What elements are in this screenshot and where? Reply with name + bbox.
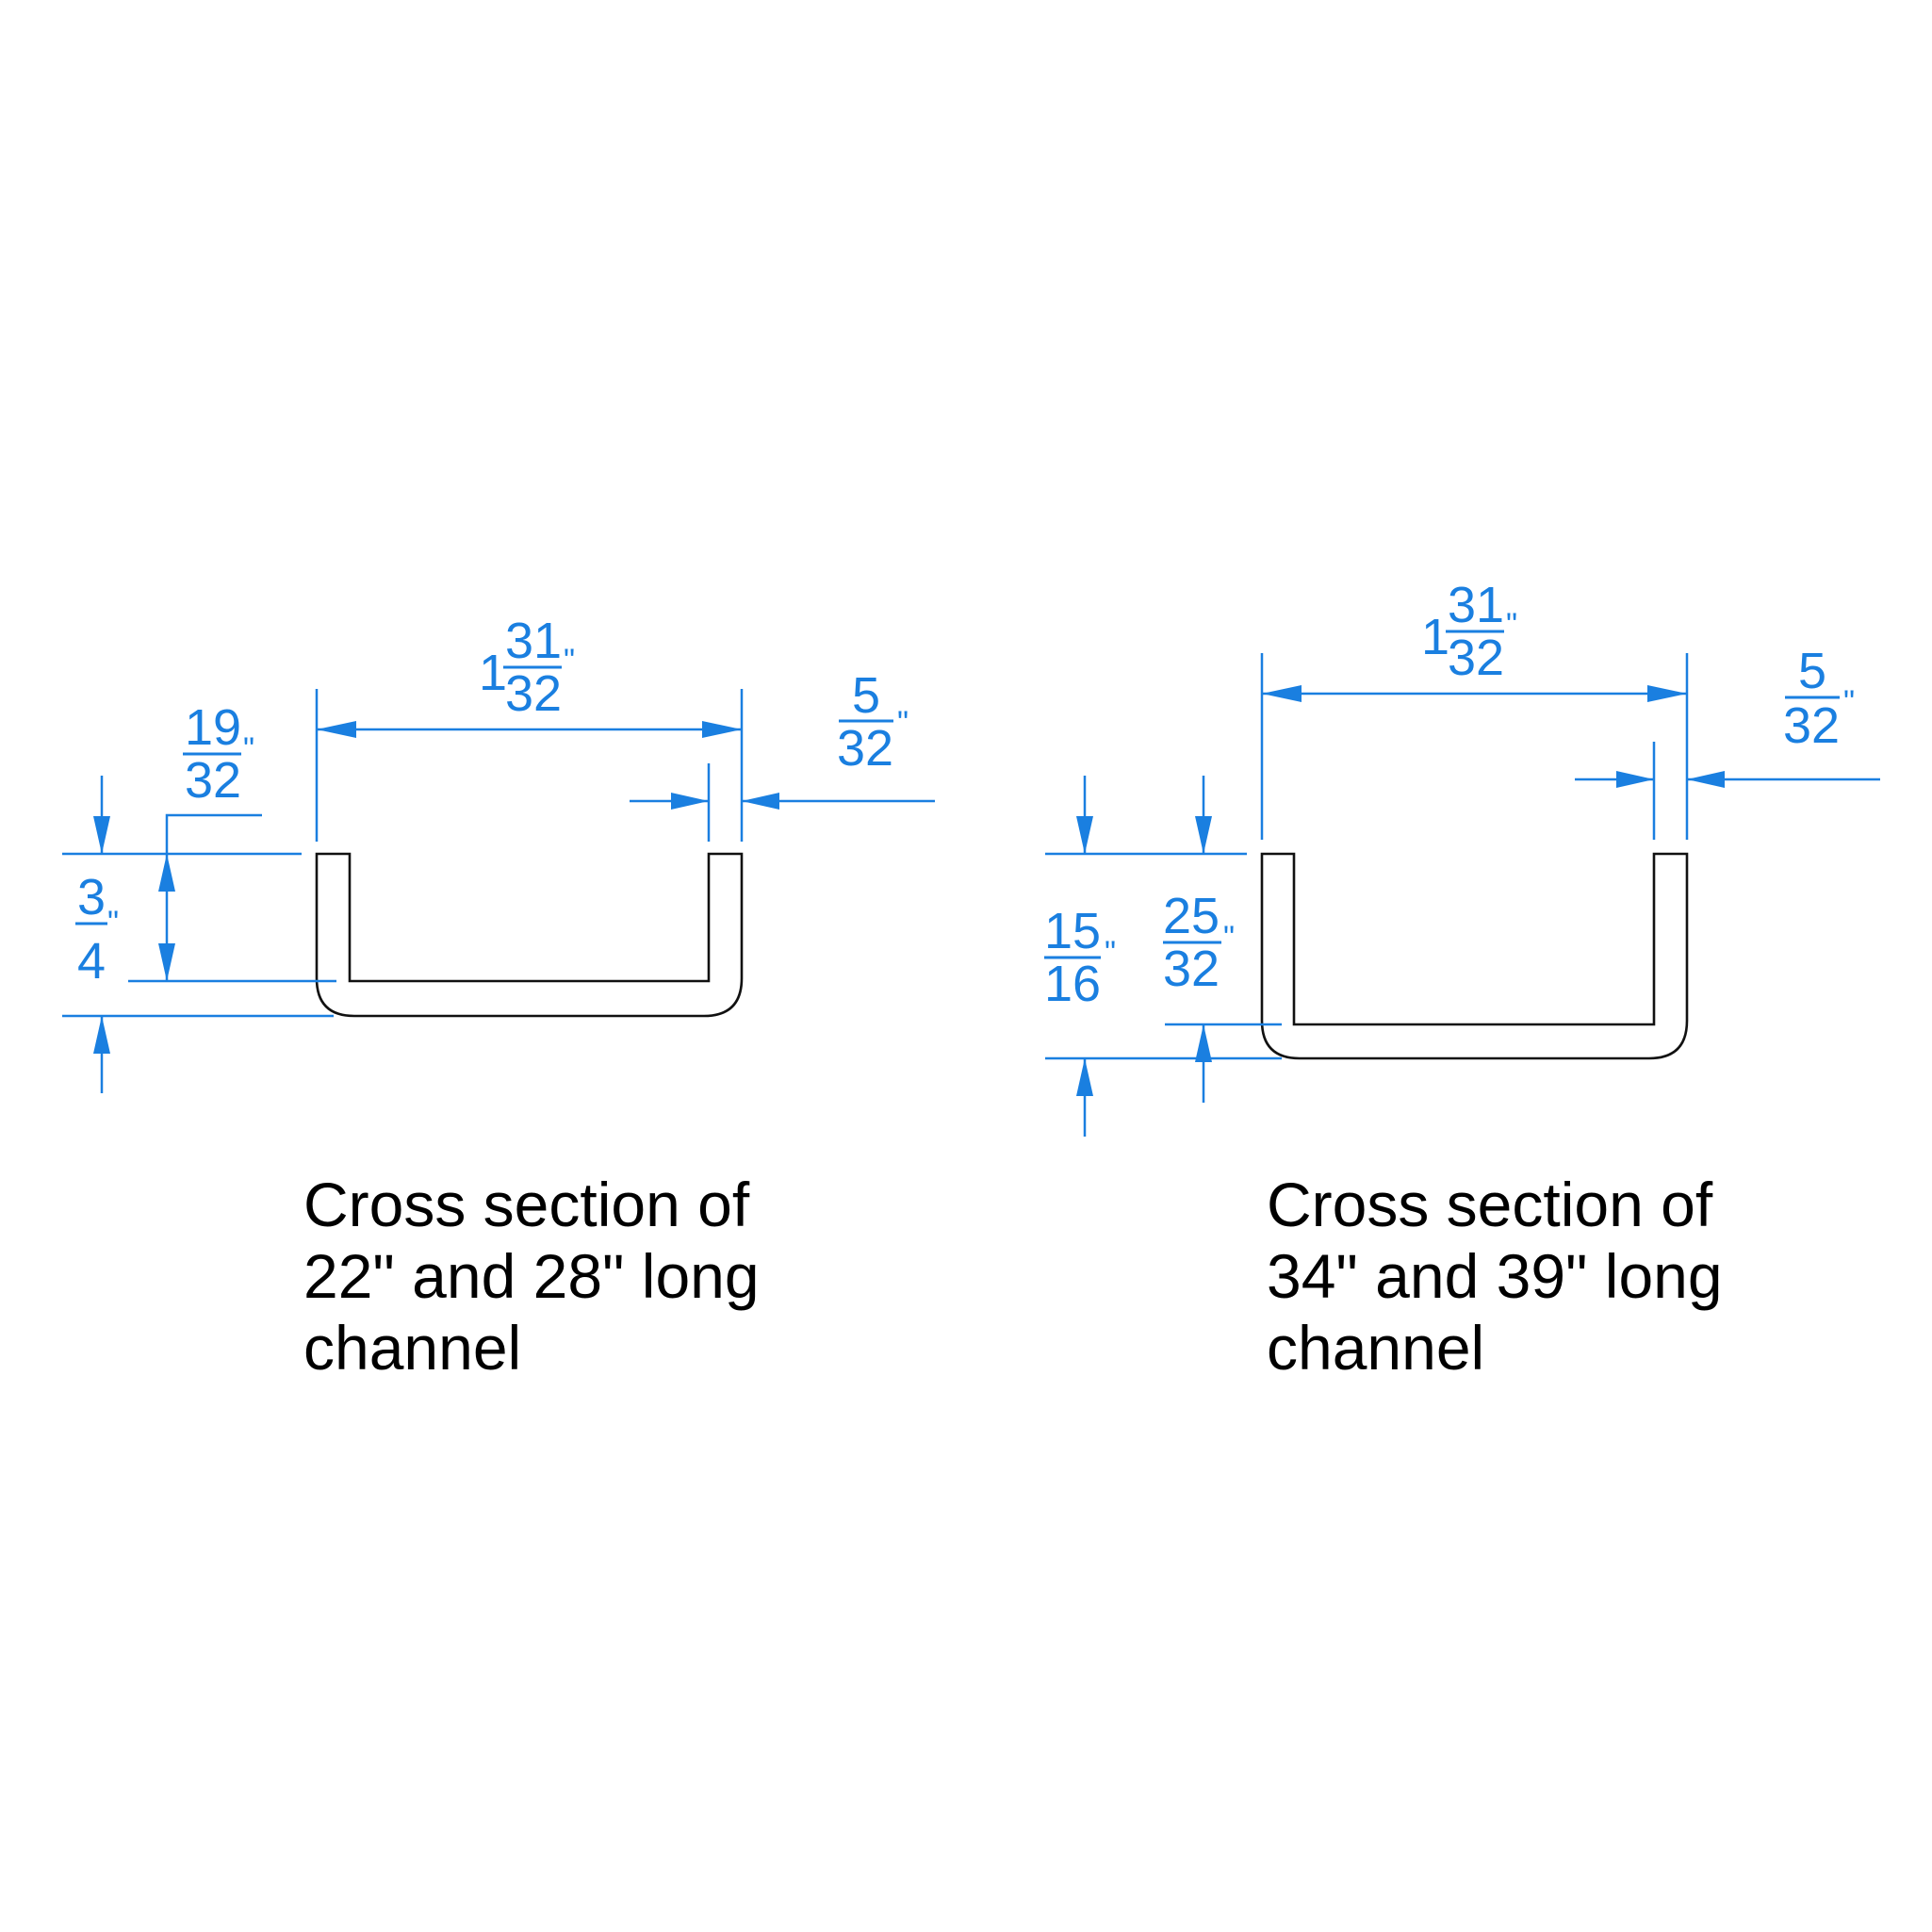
svg-text:": " xyxy=(1105,935,1116,971)
right-wall-dimension: 5 32 " xyxy=(1575,643,1880,840)
svg-text:31: 31 xyxy=(1448,577,1504,633)
right-width-dimension: 1 31 32 " xyxy=(1260,577,1689,840)
svg-text:1: 1 xyxy=(1421,609,1449,665)
svg-text:25: 25 xyxy=(1163,888,1220,944)
right-height-dimension: 15 16 " xyxy=(1044,776,1116,1137)
left-depth-dimension: 19 32 " xyxy=(158,699,262,981)
svg-text:": " xyxy=(243,731,254,767)
svg-text:32: 32 xyxy=(1163,941,1220,997)
left-caption: Cross section of 22" and 28" long channe… xyxy=(303,1170,760,1383)
svg-text:32: 32 xyxy=(185,752,241,809)
left-width-den: 32 xyxy=(505,665,562,722)
svg-text:4: 4 xyxy=(77,933,106,990)
svg-text:32: 32 xyxy=(1783,697,1840,754)
svg-text:5: 5 xyxy=(852,667,880,724)
right-cross-section: 1 31 32 " 5 32 " 15 16 " xyxy=(1044,577,1880,1137)
left-width-dimension: 1 31 32 " xyxy=(315,613,744,842)
svg-text:16: 16 xyxy=(1044,956,1101,1012)
svg-text:": " xyxy=(1506,607,1517,643)
right-depth-dimension: 25 32 " xyxy=(1163,776,1235,1103)
left-width-whole: 1 xyxy=(479,645,507,701)
left-channel-outline xyxy=(315,852,744,1018)
svg-text:3: 3 xyxy=(77,869,106,925)
left-wall-dimension: 5 32 " xyxy=(630,667,935,842)
svg-text:": " xyxy=(107,905,119,941)
svg-text:": " xyxy=(897,705,909,741)
svg-text:32: 32 xyxy=(1448,630,1504,686)
svg-text:32: 32 xyxy=(837,720,893,777)
svg-text:": " xyxy=(1843,684,1855,720)
right-caption: Cross section of 34" and 39" long channe… xyxy=(1267,1170,1723,1383)
svg-text:19: 19 xyxy=(185,699,241,756)
left-cross-section: 1 31 32 " 5 32 " 3 xyxy=(62,613,935,1093)
left-width-num: 31 xyxy=(505,613,562,669)
right-channel-outline xyxy=(1260,852,1689,1060)
svg-text:15: 15 xyxy=(1044,903,1101,959)
svg-text:": " xyxy=(564,643,575,679)
svg-text:5: 5 xyxy=(1798,643,1826,699)
left-height-dimension: 3 4 " xyxy=(75,776,119,1093)
svg-text:": " xyxy=(1223,920,1235,956)
